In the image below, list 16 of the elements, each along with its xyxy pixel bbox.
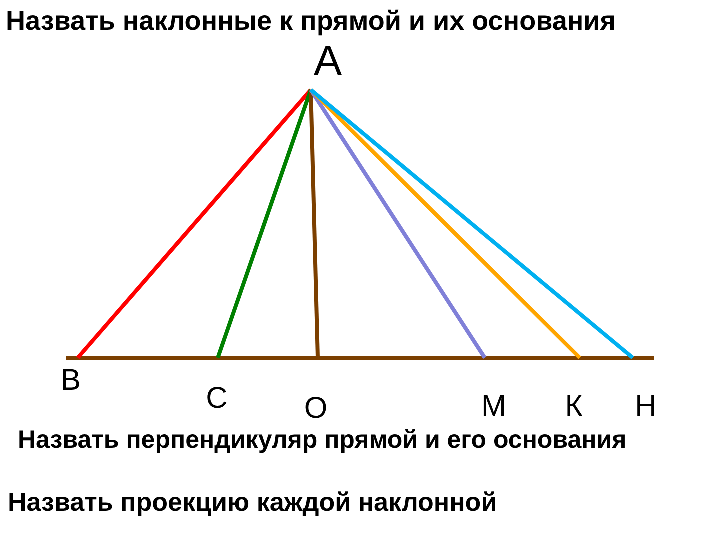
oblique-line (309, 88, 487, 360)
point-label: Н (635, 392, 657, 422)
perpendicular-line (309, 90, 320, 358)
point-label: К (565, 392, 583, 422)
point-label: С (206, 384, 228, 414)
oblique-line (310, 88, 634, 360)
title: Назвать наклонные к прямой и их основания (6, 5, 618, 38)
task-text: Назвать перпендикуляр прямой и его основания (18, 426, 628, 455)
point-label: А (314, 40, 342, 82)
oblique-line (76, 88, 312, 360)
point-label: М (482, 392, 506, 422)
point-label: О (304, 394, 328, 424)
oblique-line (216, 89, 313, 359)
point-label: В (60, 366, 81, 396)
task-text: Назвать проекцию каждой наклонной (8, 488, 498, 518)
oblique-line (310, 88, 582, 360)
